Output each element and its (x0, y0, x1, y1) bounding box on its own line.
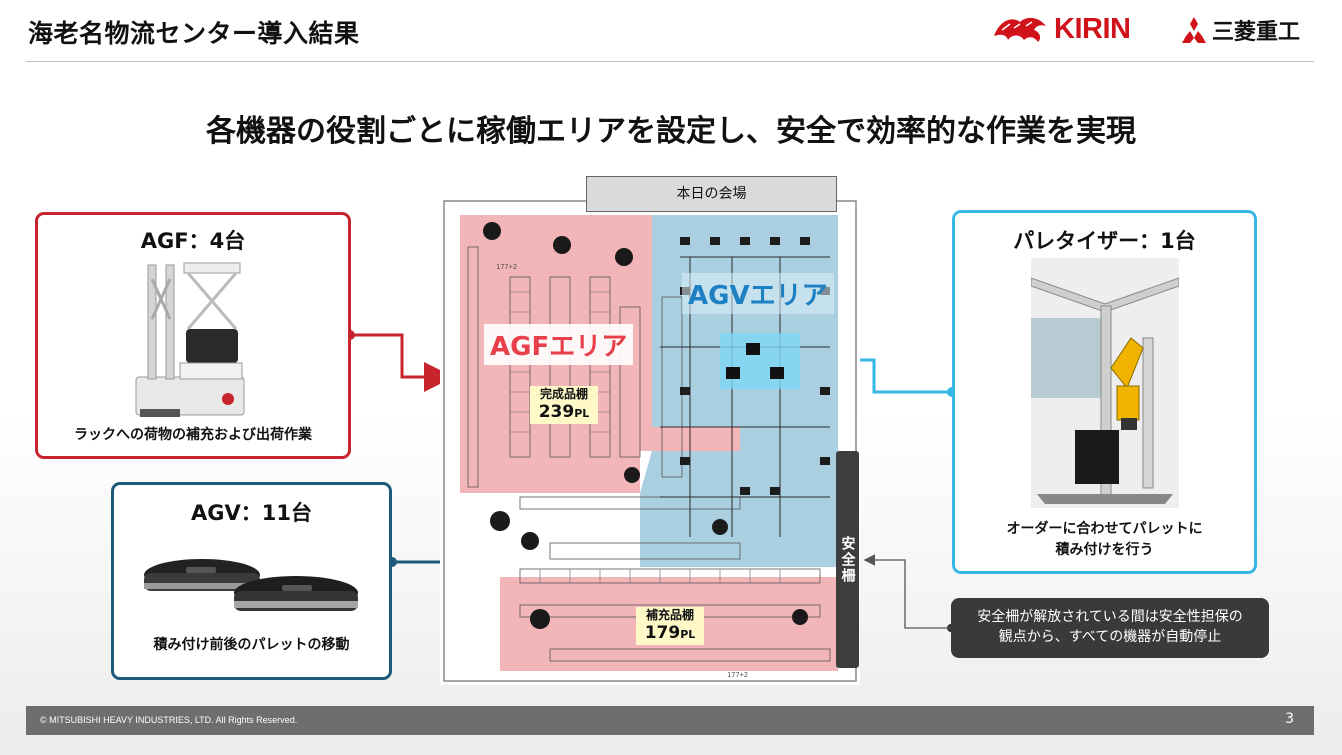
shelf1-count: 239PL (538, 402, 590, 422)
header-divider (26, 61, 1314, 62)
shelf2-count: 179PL (644, 623, 696, 643)
agf-card: AGF：4台 ラックへの荷物の補充および出荷作業 (35, 212, 351, 459)
mhi-logo-text: 三菱重工 (1212, 20, 1301, 45)
shelf2-name: 補充品棚 (645, 608, 694, 622)
agv-zone (640, 215, 838, 567)
palletizer-caption-line2: 積み付けを行う (1055, 542, 1154, 558)
replenishment-shelf-label: 補充品棚 179PL (636, 607, 704, 645)
agv-robots-image (144, 559, 358, 611)
agf-connector (345, 330, 454, 392)
palletizer-caption-line1: オーダーに合わせてパレットに (1006, 521, 1203, 537)
agf-card-caption: ラックへの荷物の補充および出荷作業 (74, 427, 312, 443)
agf-forklift-image (135, 262, 245, 417)
palletizer-robot-image (1031, 258, 1179, 508)
kirin-emblem-icon (994, 17, 1046, 42)
agv-card-title: AGV：11台 (191, 501, 312, 525)
dimension-label-top: 177+2 (496, 263, 517, 271)
palletizer-card-title: パレタイザー：1台 (1013, 229, 1196, 253)
three-diamonds-icon (1182, 17, 1206, 43)
agv-area-label: AGVエリア (682, 273, 834, 314)
safety-fence-label: 安全柵 (836, 451, 859, 668)
dimension-label-bottom: 177+2 (727, 671, 748, 679)
safety-note: 安全柵が解放されている間は安全性担保の 観点から、すべての機器が自動停止 (951, 598, 1269, 658)
agf-card-title: AGF：4台 (140, 229, 246, 253)
safety-note-line1: 安全柵が解放されている間は安全性担保の (977, 609, 1243, 625)
shelf1-name: 完成品棚 (539, 387, 588, 401)
safety-note-line2: 観点から、すべての機器が自動停止 (998, 629, 1222, 645)
agv-card: AGV：11台 積み付け前後のパレットの移動 (111, 482, 392, 680)
kirin-logo-text: KIRIN (1054, 12, 1131, 45)
finished-goods-shelf-label: 完成品棚 239PL (530, 386, 598, 424)
page-number: 3 (1285, 711, 1294, 727)
page-title: 海老名物流センター導入結果 (28, 19, 360, 48)
hall-label: 本日の会場 (586, 176, 837, 212)
footer-bar: © MITSUBISHI HEAVY INDUSTRIES, LTD. All … (26, 706, 1314, 735)
agf-area-label: AGFエリア (484, 324, 634, 365)
slide-subtitle: 各機器の役割ごとに稼働エリアを設定し、安全で効率的な作業を実現 (206, 114, 1136, 149)
palletizer-station (720, 333, 800, 389)
palletizer-card: パレタイザー：1台 オーダーに合わせてパレットに 積み付けを行う (952, 210, 1257, 574)
kirin-logo: KIRIN (990, 12, 1131, 46)
copyright-text: © MITSUBISHI HEAVY INDUSTRIES, LTD. All … (40, 715, 298, 725)
note-connector (863, 554, 955, 632)
mhi-logo: 三菱重工 (1180, 14, 1300, 46)
agv-card-caption: 積み付け前後のパレットの移動 (153, 637, 350, 653)
